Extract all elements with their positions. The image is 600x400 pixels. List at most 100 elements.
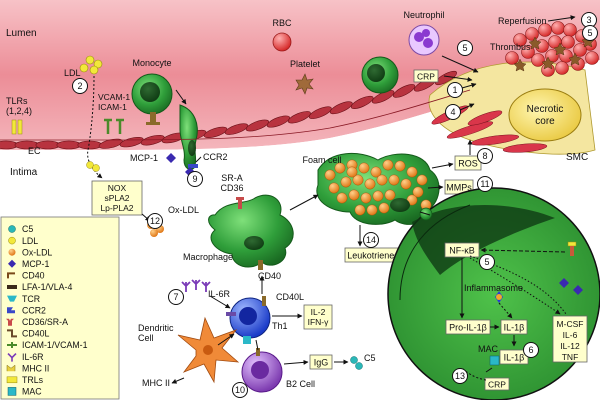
thrombus-label: Thrombus [490, 42, 531, 52]
nfkb-label: NF-κB [449, 246, 475, 256]
il6r-label: IL-6R [208, 289, 231, 299]
legend-icon-11 [7, 353, 17, 362]
dendritic-cell [177, 316, 240, 384]
legend-icon-8 [6, 318, 14, 326]
il6r-receptors [181, 279, 211, 292]
endothelial-cell [287, 111, 311, 124]
il1b-out-label: IL-1β [504, 353, 525, 363]
foam-lipid [400, 178, 412, 190]
il6-label: IL-6 [563, 330, 578, 340]
thrombus-rbc [525, 27, 539, 41]
foam-lipid [388, 174, 400, 186]
leukotrienes-label: Leukotrienes [347, 251, 399, 261]
step-number-text: 5 [587, 28, 592, 38]
b2-cell [241, 348, 283, 393]
legend-item-label: TRLs [22, 375, 44, 385]
step-number-n8: 8 [477, 148, 493, 164]
step-number-n2: 2 [72, 78, 88, 94]
foam-lipid [334, 162, 346, 174]
step-number-n14: 14 [363, 232, 379, 248]
legend-item-label: C5 [22, 224, 33, 234]
foam-lipid [340, 176, 352, 188]
thrombus-rbc [531, 53, 545, 67]
b2-label: B2 Cell [286, 379, 315, 389]
legend-icon-13 [6, 376, 18, 384]
foam-lipid [358, 162, 370, 174]
nox-box [91, 180, 143, 216]
circulating-monocyte [361, 56, 399, 94]
step-number-n9: 9 [187, 171, 203, 187]
step-number-text: 2 [77, 81, 82, 91]
legend-item-label: LFA-1/VLA-4 [22, 282, 72, 292]
macrophage-cell [208, 194, 294, 270]
legend-item-label: IL-6R [22, 352, 44, 362]
legend-icon-14 [7, 387, 17, 396]
platelet-label: Platelet [290, 59, 321, 69]
step-number-n7: 7 [168, 289, 184, 305]
mcsf-label: M-CSF [557, 319, 584, 329]
endothelial-cell [266, 115, 290, 128]
lumen-label: Lumen [6, 28, 37, 39]
lppla2-label: Lp-PLA2 [100, 203, 133, 213]
foam-lipid [370, 166, 382, 178]
necrotic-label-2: core [535, 116, 555, 127]
thrombus-rbc [513, 33, 527, 47]
cd36-label: CD36 [220, 183, 243, 193]
legend-item-label: ICAM-1/VCAM-1 [22, 340, 88, 350]
step-number-n5c: 5 [479, 254, 495, 270]
legend-icon-12 [6, 364, 16, 372]
mhc2-label: MHC II [142, 378, 170, 388]
ifng-label: IFN-γ [308, 317, 330, 327]
tlr-receptors [11, 119, 23, 135]
ldl-particles [79, 55, 103, 75]
legend: C5LDLOx-LDLMCP-1CD40LFA-1/VLA-4TCRCCR2CD… [0, 216, 120, 400]
step-number-text: 3 [586, 15, 591, 25]
mac-icon [489, 355, 500, 366]
step-number-text: 8 [482, 151, 487, 161]
monocyte-label: Monocyte [132, 58, 171, 68]
il2-box [303, 304, 333, 330]
step-number-text: 5 [484, 257, 489, 267]
legend-icon-4 [7, 272, 15, 279]
ccr2-diamond-b [573, 285, 583, 295]
endothelial-cell [350, 95, 374, 109]
thrombus-rbc [573, 43, 587, 57]
intima-label: Intima [10, 167, 38, 178]
thrombus-platelet [528, 36, 542, 50]
crp-label-top: CRP [417, 72, 435, 82]
legend-icon-9 [7, 329, 17, 338]
step-number-n10: 10 [232, 382, 248, 398]
magnified-cell [387, 187, 600, 400]
igg-box [309, 354, 333, 370]
ox-ldl-label: Ox-LDL [168, 205, 199, 215]
ec-label: EC [28, 146, 41, 156]
step-number-text: 13 [455, 371, 465, 381]
thrombus [505, 21, 599, 77]
foam-lipid [412, 186, 424, 198]
step-number-text: 10 [235, 385, 245, 395]
ldl-intima [86, 161, 100, 172]
foam-cell [316, 152, 440, 225]
foam-lipid [364, 178, 376, 190]
th1-cell [226, 296, 271, 344]
sra-label: SR-A [221, 173, 243, 183]
neutrophil-cell [408, 24, 440, 56]
foam-lipid [360, 192, 372, 204]
legend-item-label: MAC [22, 387, 42, 397]
legend-item-label: MCP-1 [22, 259, 49, 269]
step-number-text: 7 [173, 292, 178, 302]
legend-icon-7 [7, 307, 15, 314]
mac-label: MAC [478, 344, 499, 354]
step-number-n6: 6 [523, 342, 539, 358]
step-number-text: 14 [366, 235, 376, 245]
foam-lipid [378, 202, 390, 214]
foam-lipid [406, 166, 418, 178]
thrombus-platelet [513, 58, 527, 72]
step-number-text: 4 [450, 107, 455, 117]
reperfusion-label: Reperfusion [498, 16, 547, 26]
necrotic-label-1: Necrotic [527, 104, 564, 115]
endothelial-cell [203, 126, 228, 138]
rbc-label: RBC [272, 18, 292, 28]
ldl-label: LDL [64, 68, 81, 78]
